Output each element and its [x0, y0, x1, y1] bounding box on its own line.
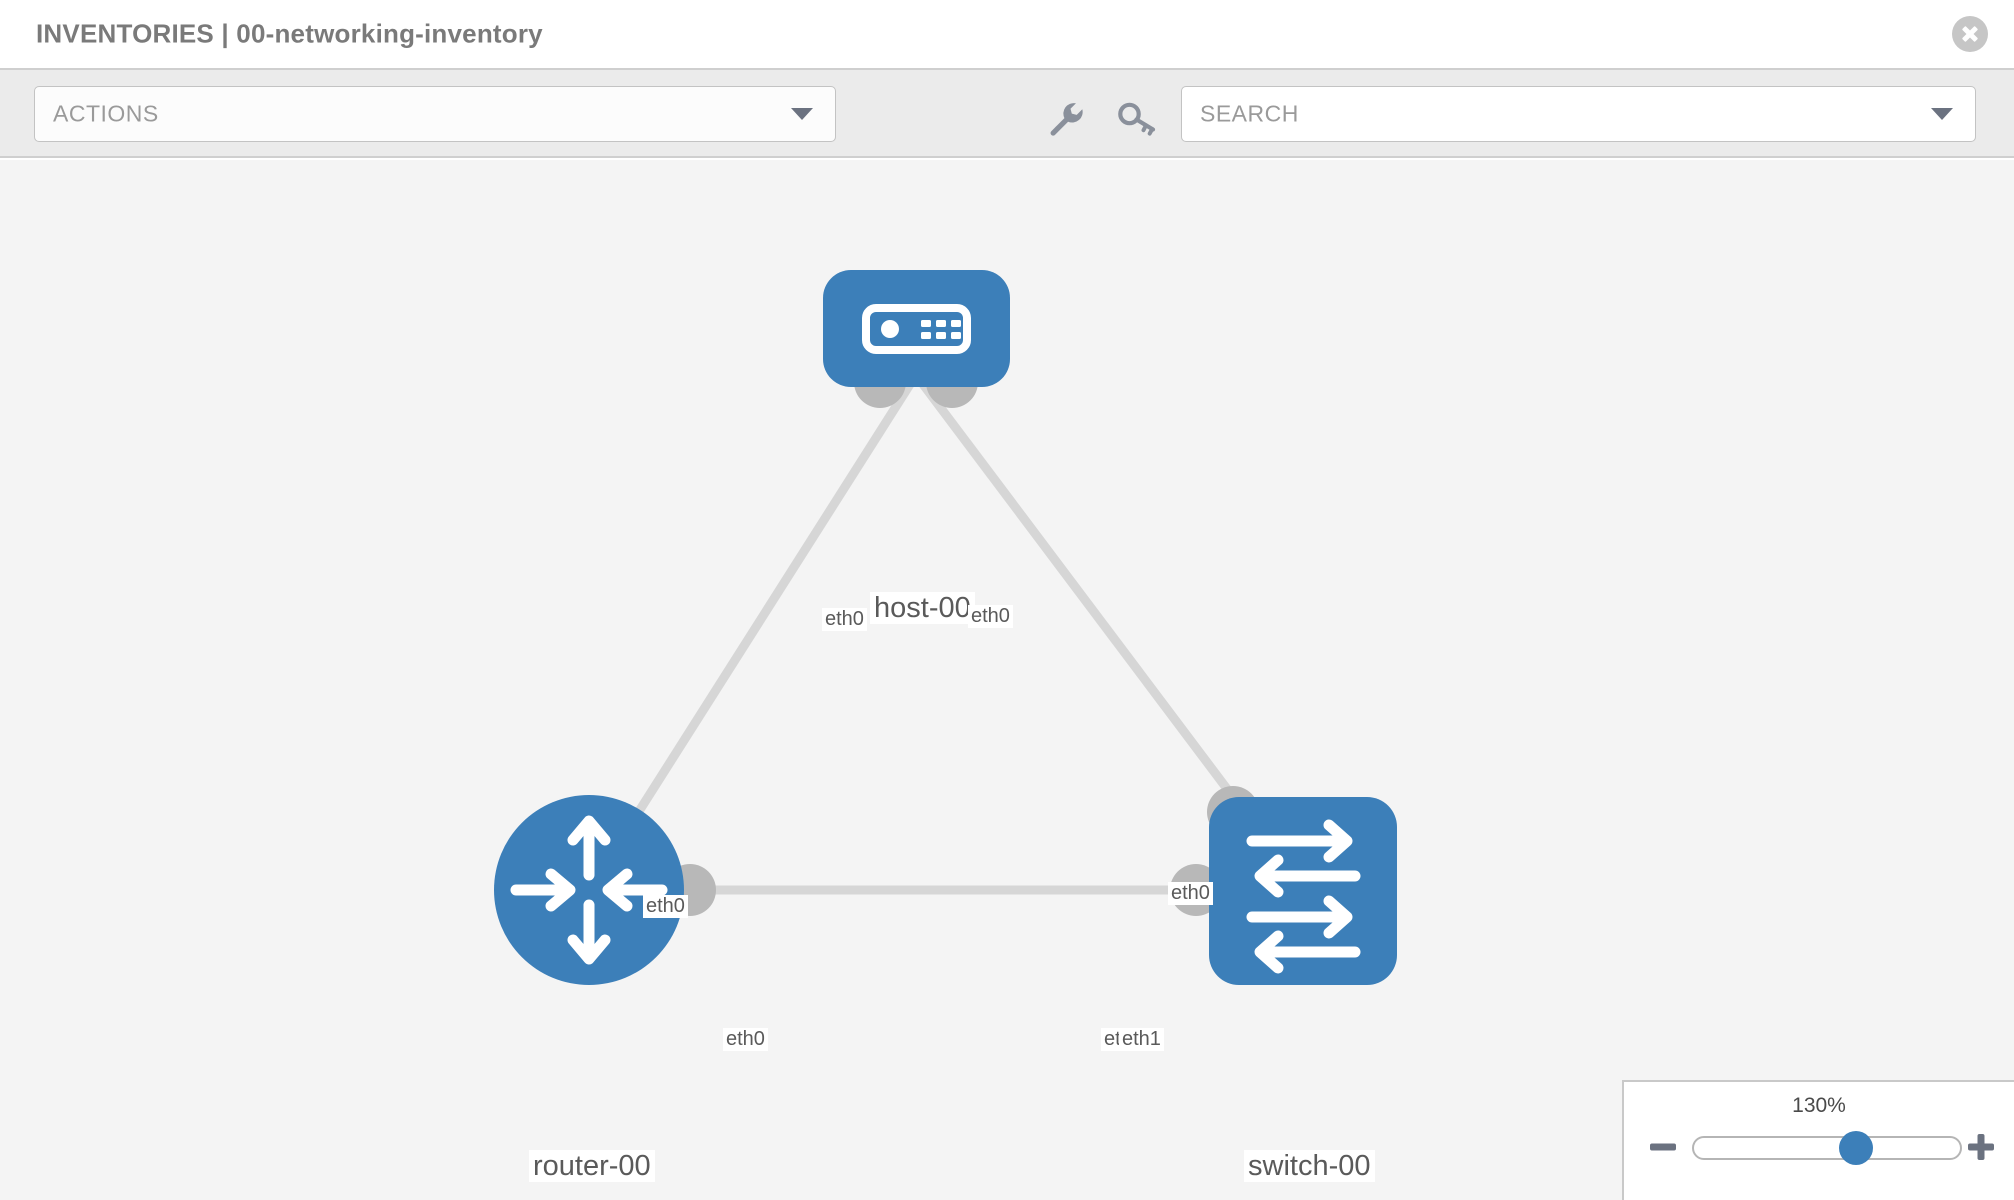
search-placeholder: SEARCH [1200, 100, 1299, 127]
actions-dropdown-label: ACTIONS [53, 100, 159, 127]
search-input[interactable]: SEARCH [1181, 86, 1976, 142]
chevron-down-icon [1931, 108, 1953, 120]
page-title: INVENTORIES | 00-networking-inventory [36, 18, 543, 49]
server-icon [862, 304, 971, 354]
actions-dropdown[interactable]: ACTIONS [34, 86, 836, 142]
node-label-router-00: router-00 [529, 1150, 655, 1183]
node-host-00 [823, 270, 1010, 387]
interface-label-router-right: eth0 [723, 1028, 768, 1051]
chevron-down-icon [791, 108, 813, 120]
node-router-00 [494, 795, 684, 985]
router-icon [510, 815, 668, 965]
zoom-slider-handle[interactable] [1839, 1131, 1874, 1165]
node-label-switch-00: switch-00 [1244, 1150, 1375, 1183]
topology-links [585, 372, 1307, 895]
topology-svg [494, 270, 1397, 985]
interface-label-switch-left: eth1 [1119, 1028, 1164, 1051]
interface-label-router-up: eth0 [643, 895, 688, 918]
close-icon[interactable] [1952, 16, 1988, 52]
zoom-slider[interactable] [1692, 1131, 1962, 1165]
topology-graph: eth0 host-00 eth0 eth0 eth0 eth0 eth eth… [0, 160, 2014, 1200]
node-switch-00 [1209, 797, 1397, 985]
switch-icon [1246, 819, 1361, 974]
zoom-out-button[interactable] [1646, 1130, 1680, 1164]
interface-label-host-left: eth0 [822, 608, 867, 631]
node-label-host-00: host-00 [870, 592, 975, 625]
zoom-level-label: 130% [1792, 1094, 1846, 1117]
toolbar: ACTIONS SEARCH [0, 70, 2014, 158]
link-host-router [585, 372, 920, 893]
wrench-icon[interactable] [1045, 100, 1085, 136]
zoom-control-panel: 130% [1622, 1080, 2014, 1200]
interface-label-switch-up: eth0 [1168, 882, 1213, 905]
page-header: INVENTORIES | 00-networking-inventory [0, 0, 2014, 70]
topology-canvas[interactable]: eth0 host-00 eth0 eth0 eth0 eth0 eth eth… [0, 160, 2014, 1200]
key-icon[interactable] [1117, 100, 1157, 136]
zoom-in-button[interactable] [1964, 1130, 1998, 1164]
interface-label-host-right: eth0 [968, 605, 1013, 628]
